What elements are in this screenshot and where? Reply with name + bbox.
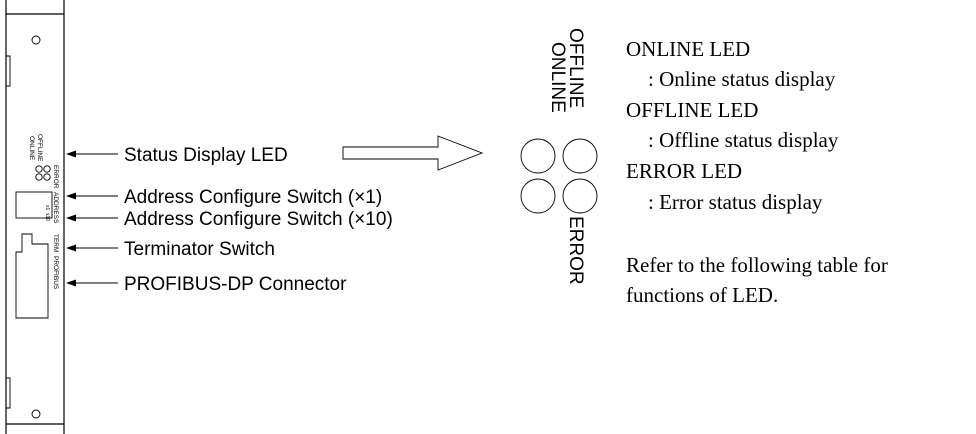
arrow-head-icon (66, 244, 76, 252)
error-led-detail: : Error status display (648, 190, 823, 214)
callout-address-x1: Address Configure Switch (×1) (66, 187, 382, 208)
callouts: Status Display LED Address Configure Swi… (66, 145, 393, 295)
panel-x10-label: x10 (44, 213, 50, 221)
block-arrow-icon (342, 135, 484, 171)
terminator-connector-outline (15, 233, 49, 319)
panel-led-offline (35, 165, 43, 173)
callout-connector-label: PROFIBUS-DP Connector (124, 274, 347, 295)
offline-led-detail: : Offline status display (648, 128, 839, 152)
callout-address-x10-label: Address Configure Switch (×10) (124, 209, 393, 230)
error-led-title: ERROR LED (626, 159, 742, 183)
led-description: ONLINE LED : Online status display OFFLI… (626, 37, 888, 307)
arrow-head-icon (66, 192, 76, 200)
offline-led-title: OFFLINE LED (626, 98, 758, 122)
panel-address-label: ADDRESS (52, 192, 59, 224)
panel-led-4 (43, 173, 51, 181)
led-blank-circle (520, 178, 556, 214)
address-switch (15, 191, 53, 219)
panel-led-error (43, 165, 51, 173)
bottom-screw-icon (31, 409, 41, 419)
panel-profibus-label: PROFIBUS (52, 256, 59, 290)
reference-note-line-1: Refer to the following table for (626, 253, 888, 277)
online-led-detail: : Online status display (648, 67, 836, 91)
led-detail-error-label: ERROR (565, 216, 586, 285)
callout-connector: PROFIBUS-DP Connector (66, 274, 347, 295)
panel-offline-label: OFFLINE (36, 134, 43, 162)
reference-note-line-2: functions of LED. (626, 283, 778, 307)
callout-address-x1-label: Address Configure Switch (×1) (124, 187, 382, 208)
led-offline-circle (562, 138, 598, 174)
panel-online-label: ONLINE (28, 136, 35, 161)
top-screw-icon (31, 35, 41, 45)
panel-led-online (35, 173, 43, 181)
callout-terminator-label: Terminator Switch (124, 239, 275, 260)
panel-x1-label: x1 (44, 205, 50, 211)
module-panel: OFFLINE ONLINE ERROR ADDRESS x1 x10 TERM… (5, 0, 65, 434)
led-detail-offline-label: OFFLINE (565, 28, 586, 108)
led-error-circle (562, 178, 598, 214)
callout-terminator: Terminator Switch (66, 239, 275, 260)
led-detail: OFFLINE ONLINE ERROR (520, 28, 598, 285)
panel-error-label: ERROR (52, 165, 59, 189)
arrow-head-icon (66, 150, 76, 158)
arrow-head-icon (66, 214, 76, 222)
callout-address-x10: Address Configure Switch (×10) (66, 209, 393, 230)
led-online-circle (520, 138, 556, 174)
callout-status-led-label: Status Display LED (124, 145, 288, 166)
online-led-title: ONLINE LED (626, 37, 750, 61)
arrow-head-icon (66, 279, 76, 287)
led-detail-online-label: ONLINE (547, 42, 568, 113)
panel-term-label: TERM (52, 234, 59, 252)
callout-status-led: Status Display LED (66, 145, 288, 166)
